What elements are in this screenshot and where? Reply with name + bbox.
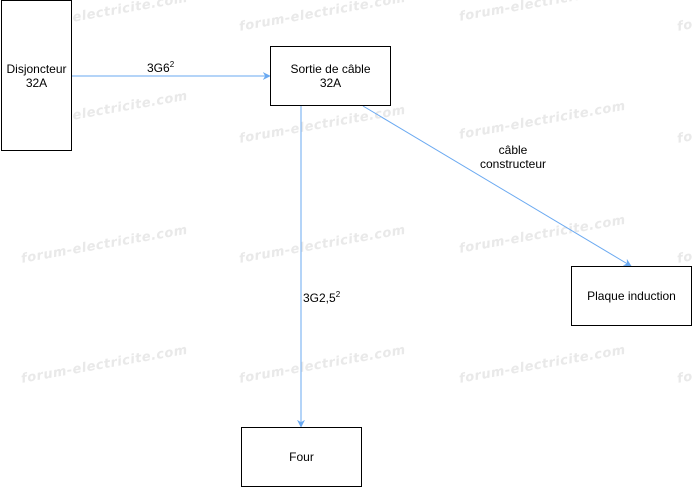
node-sortie-de-cable[interactable]: Sortie de câble 32A bbox=[270, 46, 391, 106]
node-sortie-rating: 32A bbox=[319, 76, 342, 90]
node-plaque-label: Plaque induction bbox=[587, 289, 676, 303]
node-sortie-title: Sortie de câble bbox=[290, 62, 371, 76]
node-disjoncteur-rating: 32A bbox=[25, 75, 48, 90]
edge-label-superscript: 2 bbox=[169, 60, 175, 69]
node-disjoncteur-title: Disjoncteur bbox=[6, 61, 67, 76]
edge-label-superscript: 2 bbox=[335, 290, 341, 299]
node-plaque-induction[interactable]: Plaque induction bbox=[571, 266, 692, 326]
edge-label-disjoncteur-to-sortie: 3G62 bbox=[147, 60, 175, 76]
edge-label-line2: constructeur bbox=[479, 157, 547, 171]
node-disjoncteur[interactable]: Disjoncteur 32A bbox=[1, 0, 72, 151]
node-four-label: Four bbox=[289, 450, 314, 464]
edge-label-sortie-to-plaque: câble constructeur bbox=[473, 143, 553, 171]
edge-label-cable-spec: 3G2,5 bbox=[303, 291, 336, 305]
node-four[interactable]: Four bbox=[241, 427, 362, 487]
edge-sortie-to-plaque[interactable] bbox=[362, 105, 632, 267]
edge-label-cable-spec: 3G6 bbox=[147, 61, 170, 75]
edge-label-sortie-to-four: 3G2,52 bbox=[303, 290, 341, 306]
edge-label-line1: câble bbox=[498, 143, 528, 157]
